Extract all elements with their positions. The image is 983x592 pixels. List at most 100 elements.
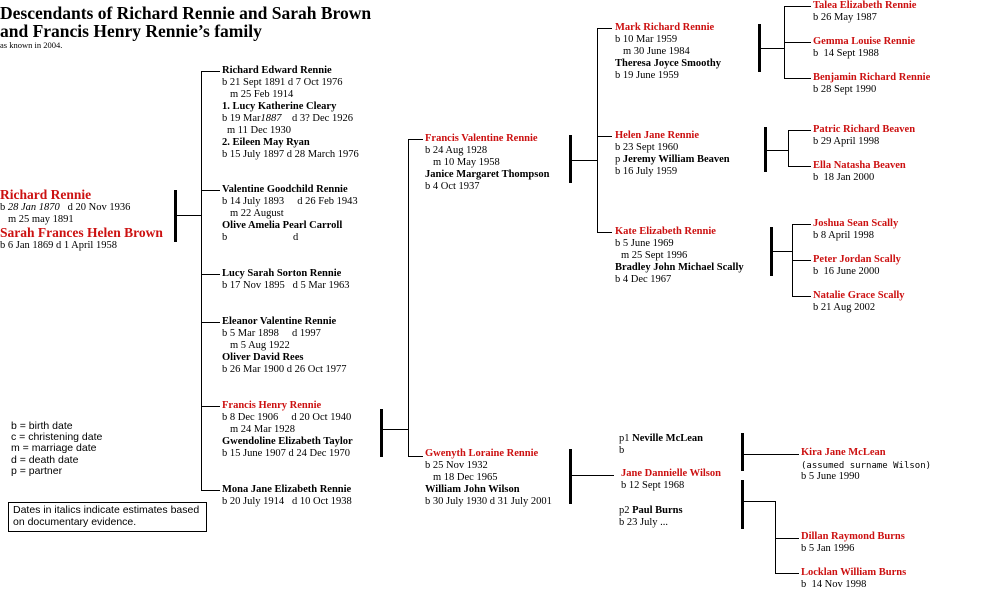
spouse-dates: b 19 June 1959 xyxy=(615,70,679,81)
spouse-name: 2. Eileen May Ryan xyxy=(222,137,310,148)
person-name: Natalie Grace Scally xyxy=(813,290,905,301)
partner-name: Neville McLean xyxy=(632,433,703,444)
marriage-date: m 24 Mar 1928 xyxy=(230,424,296,435)
marriage-date: m 10 May 1958 xyxy=(433,157,500,168)
partner-prefix: p2 xyxy=(619,505,630,516)
sibling-bracket xyxy=(775,501,776,574)
person-dates: b 25 Nov 1932 xyxy=(425,460,488,471)
marriage-date: m 11 Dec 1930 xyxy=(227,125,292,136)
legend-item: b = birth date xyxy=(11,420,73,432)
person-dates: b 26 May 1987 xyxy=(813,12,877,23)
partner-prefix: p xyxy=(615,154,621,165)
person-dates: b 5 Mar 1898 d 1997 xyxy=(222,328,321,339)
sibling-bracket xyxy=(788,130,789,167)
spouse-dates-root: b 6 Jan 1869 d 1 April 1958 xyxy=(0,240,117,251)
person-name: Lucy Sarah Sorton Rennie xyxy=(222,268,342,279)
couple-bar xyxy=(758,24,761,72)
person-name: Francis Henry Rennie xyxy=(222,400,322,411)
connector-line xyxy=(772,251,793,252)
person-dates: b 29 April 1998 xyxy=(813,136,880,147)
connector-line xyxy=(784,78,811,79)
birth-prefix: b xyxy=(0,202,6,213)
connector-line xyxy=(382,429,409,430)
connector-line xyxy=(597,28,612,29)
person-dates: b 28 Sept 1990 xyxy=(813,84,877,95)
person-dates: b 5 June 1969 xyxy=(615,238,674,249)
spouse-dates: b 30 July 1930 d 31 July 2001 xyxy=(425,496,552,507)
spouse-name-root: Sarah Frances Helen Brown xyxy=(0,225,163,240)
partner-dates: b xyxy=(619,445,625,456)
connector-line xyxy=(201,406,220,407)
person-name: Talea Elizabeth Rennie xyxy=(813,0,917,11)
partner-name: Paul Burns xyxy=(632,505,683,516)
chart-title-line-1: Descendants of Richard Rennie and Sarah … xyxy=(0,3,372,23)
person-name: Kira Jane McLean xyxy=(801,447,886,458)
connector-line xyxy=(792,296,811,297)
connector-line xyxy=(176,215,201,216)
spouse-dates: b 15 July 1897 d 28 March 1976 xyxy=(222,149,359,160)
spouse-name: Olive Amelia Pearl Carroll xyxy=(222,220,343,231)
couple-bar xyxy=(569,449,572,504)
person-dates: b 18 Jan 2000 xyxy=(813,172,875,183)
connector-line xyxy=(792,224,811,225)
person-dates: b 20 July 1914 d 10 Oct 1938 xyxy=(222,496,352,507)
connector-line xyxy=(597,136,612,137)
spouse-name: Jeremy William Beaven xyxy=(622,154,730,165)
couple-bar xyxy=(764,127,767,172)
connector-line xyxy=(571,475,614,476)
spouse-dates: b 26 Mar 1900 d 26 Oct 1977 xyxy=(222,364,347,375)
connector-line xyxy=(201,190,220,191)
person-dates: b 21 Aug 2002 xyxy=(813,302,876,313)
person-name-root: Richard Rennie xyxy=(0,187,92,202)
connector-line xyxy=(408,139,423,140)
person-dates: b 21 Sept 1891 d 7 Oct 1976 xyxy=(222,77,343,88)
connector-line xyxy=(792,260,811,261)
connector-line xyxy=(571,160,598,161)
spouse-name: 1. Lucy Katherine Cleary xyxy=(222,101,337,112)
marriage-date: m 22 August xyxy=(230,208,284,219)
person-dates: b 8 April 1998 xyxy=(813,230,874,241)
couple-bar-partner2 xyxy=(741,480,744,529)
spouse-name: Oliver David Rees xyxy=(222,352,304,363)
spouse-birth: b xyxy=(222,232,228,243)
estimated-date: 1887 xyxy=(260,113,282,124)
person-dates: b 5 June 1990 xyxy=(801,471,860,482)
person-dates: b 8 Dec 1906 d 20 Oct 1940 xyxy=(222,412,352,423)
connector-line xyxy=(201,274,220,275)
person-name: Helen Jane Rennie xyxy=(615,130,699,141)
sibling-bracket-gen3 xyxy=(408,139,409,457)
spouse-name: Theresa Joyce Smoothy xyxy=(615,58,721,69)
couple-bar xyxy=(770,227,773,276)
spouse-dates: b 19 Mar1887 d 3? Dec 1926 xyxy=(222,113,353,125)
marriage-date: m 25 Sept 1996 xyxy=(621,250,688,261)
person-name: Peter Jordan Scally xyxy=(813,254,901,265)
connector-line xyxy=(201,71,220,72)
connector-line xyxy=(775,538,799,539)
legend-item: d = death date xyxy=(11,454,79,466)
spouse-dates: b 4 Dec 1967 xyxy=(615,274,672,285)
couple-bar xyxy=(380,409,383,457)
connector-line xyxy=(775,573,799,574)
person-dates: b 17 Nov 1895 d 5 Mar 1963 xyxy=(222,280,350,291)
connector-line xyxy=(760,48,785,49)
couple-bar-root xyxy=(174,190,177,242)
chart-title-line-2: and Francis Henry Rennie’s family xyxy=(0,21,262,41)
person-name: Mark Richard Rennie xyxy=(615,22,715,33)
person-name: Gwenyth Loraine Rennie xyxy=(425,448,539,459)
partner-prefix: p1 xyxy=(619,433,630,444)
death-date: d 20 Nov 1936 xyxy=(67,202,131,213)
person-dates: b 5 Jan 1996 xyxy=(801,543,855,554)
person-name: Kate Elizabeth Rennie xyxy=(615,226,716,237)
person-note: (assumed surname Wilson) xyxy=(801,461,932,471)
person-name: Mona Jane Elizabeth Rennie xyxy=(222,484,352,495)
connector-line xyxy=(597,232,612,233)
connector-line xyxy=(766,150,789,151)
person-name: Francis Valentine Rennie xyxy=(425,133,538,144)
person-name: Richard Edward Rennie xyxy=(222,65,332,76)
person-name: Locklan William Burns xyxy=(801,567,907,578)
connector-line xyxy=(788,130,811,131)
person-dates: b 14 July 1893 d 26 Feb 1943 xyxy=(222,196,358,207)
estimated-date: 28 Jan 1870 xyxy=(7,202,60,213)
connector-line xyxy=(408,456,423,457)
partner-dates: b 23 July ... xyxy=(619,517,669,528)
